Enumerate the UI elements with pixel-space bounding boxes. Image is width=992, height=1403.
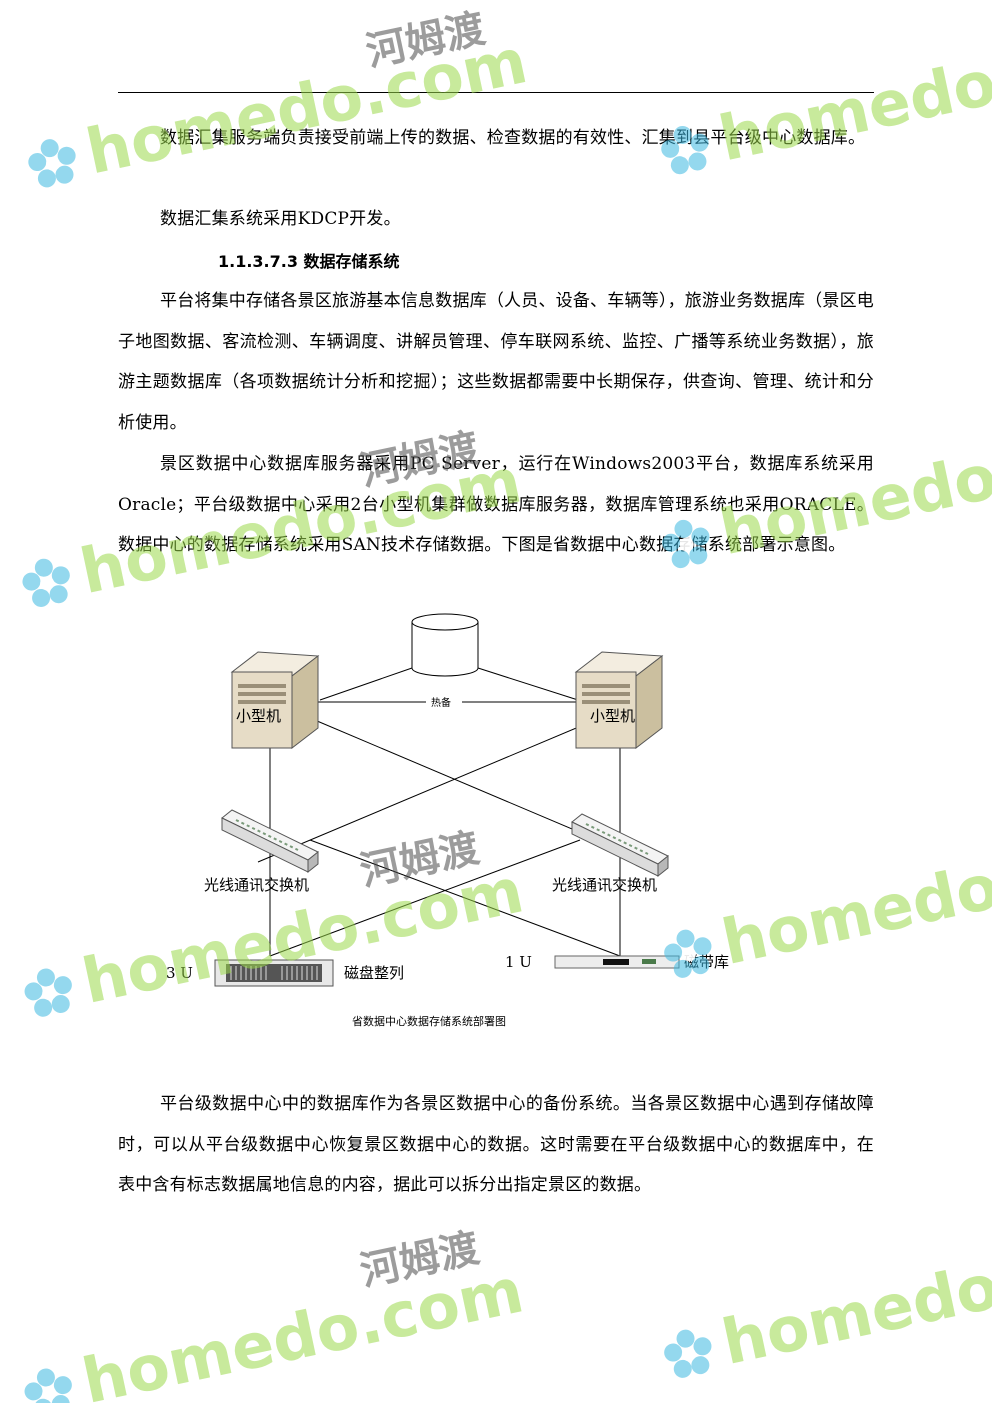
- tape-library-size: 1 U: [505, 953, 532, 971]
- watermark-text-8: homedo.com: [716, 1215, 992, 1380]
- paragraph-kdcp: 数据汇集系统采用KDCP开发。: [160, 209, 401, 229]
- disk-array-icon: [214, 959, 334, 987]
- paragraph-storage-databases: 平台将集中存储各景区旅游基本信息数据库（人员、设备、车辆等），旅游业务数据库（景…: [118, 291, 874, 433]
- watermark-group-1: homedo.com 河姆渡: [24, 6, 533, 191]
- switch-left-label: 光线通讯交换机: [204, 876, 309, 894]
- tape-library-label: 磁带库: [684, 953, 729, 971]
- watermark-brand-1: 河姆渡: [362, 6, 489, 76]
- watermark-group-8: homedo.com: [660, 1215, 992, 1381]
- disk-array-size: 3 U: [166, 964, 193, 982]
- server-left-icon: [230, 651, 320, 750]
- switch-left-icon: [221, 809, 319, 874]
- server-right-icon: [574, 651, 664, 750]
- header-rule: [118, 92, 874, 93]
- watermark-text-1: homedo.com: [80, 24, 533, 189]
- switch-right-label: 光线通讯交换机: [552, 876, 657, 894]
- watermark-text-7: homedo.com: [76, 1253, 529, 1403]
- flower-logo-icon: [24, 134, 82, 191]
- switch-right-icon: [571, 813, 669, 878]
- diagram-caption: 省数据中心数据存储系统部署图: [352, 1014, 506, 1028]
- storage-deployment-diagram: 小型机 小型机 热备 光线通讯交换机 光线通讯交换机 3 U: [166, 613, 729, 1028]
- section-heading: 1.1.3.7.3 数据存储系统: [218, 252, 400, 271]
- server-left-label: 小型机: [236, 707, 281, 725]
- database-cylinder-icon: [411, 613, 479, 677]
- watermark-group-2: homedo.com: [657, 11, 992, 178]
- server-right-label: 小型机: [590, 707, 635, 725]
- paragraph-data-collection-server: 数据汇集服务端负责接受前端上传的数据、检查数据的有效性、汇集到县平台级中心数据库…: [160, 128, 866, 148]
- flower-logo-icon: [660, 1324, 717, 1381]
- paragraph-server-platform: 景区数据中心数据库服务器采用PC Server，运行在Windows2003平台…: [118, 454, 874, 555]
- flower-logo-icon: [20, 1363, 78, 1403]
- heartbeat-label-bg: [426, 695, 462, 709]
- watermark-brand-7: 河姆渡: [356, 1225, 483, 1295]
- heartbeat-label: 热备: [431, 696, 451, 709]
- tape-library-icon: [554, 955, 680, 969]
- disk-array-label: 磁盘整列: [344, 964, 404, 982]
- paragraph-backup-system: 平台级数据中心中的数据库作为各景区数据中心的备份系统。当各景区数据中心遇到存储故…: [118, 1094, 874, 1195]
- watermark-group-7: homedo.com 河姆渡: [20, 1225, 529, 1403]
